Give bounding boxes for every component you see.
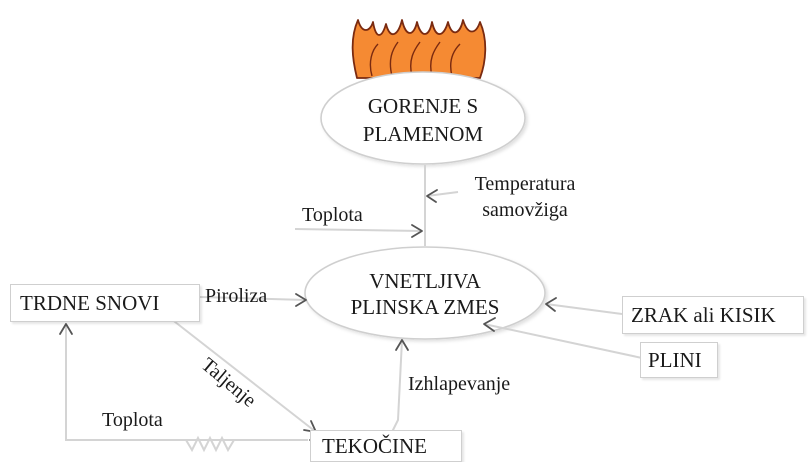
node-gorenje-line2: PLAMENOM bbox=[362, 122, 484, 146]
node-plini: PLINI bbox=[648, 348, 702, 372]
connector-plini bbox=[483, 323, 643, 359]
node-trdne: TRDNE SNOVI bbox=[20, 291, 160, 315]
connector-temperatura bbox=[426, 191, 459, 197]
label-temperatura-line2: samovžiga bbox=[482, 199, 568, 221]
arrowhead-piroliza bbox=[295, 293, 307, 307]
node-vnetljiva-line2: PLINSKA ZMES bbox=[350, 295, 500, 319]
connector-zrak bbox=[545, 303, 623, 315]
connector-izhlapevanje bbox=[391, 339, 403, 433]
node-zrak-box bbox=[622, 296, 804, 334]
node-vnetljiva-line1: VNETLJIVA bbox=[369, 269, 481, 293]
arrowhead-toplota-top bbox=[411, 224, 423, 238]
wavy-heat-line bbox=[185, 435, 235, 453]
node-tekocine-box bbox=[310, 430, 462, 462]
arrowhead-trdne bbox=[59, 323, 73, 335]
vnetljiva-ellipse bbox=[304, 246, 546, 340]
label-toplota-top: Toplota bbox=[302, 204, 363, 226]
connector-piroliza bbox=[199, 296, 307, 301]
arrowhead-zrak bbox=[545, 297, 557, 312]
node-gorenje-line1: GORENJE S bbox=[367, 94, 479, 118]
node-trdne-box bbox=[10, 284, 200, 322]
connector-toplota-top bbox=[294, 228, 423, 232]
label-temperatura-line1: Temperatura bbox=[474, 173, 576, 195]
arrowhead-temperatura bbox=[426, 189, 438, 203]
connector-taljenje bbox=[169, 317, 317, 433]
arrowhead-plini bbox=[483, 317, 496, 332]
label-piroliza: Piroliza bbox=[205, 285, 268, 307]
node-tekocine: TEKOČINE bbox=[322, 434, 427, 458]
node-zrak: ZRAK ali KISIK bbox=[631, 303, 776, 327]
arrowhead-izhlapevanje bbox=[395, 339, 409, 351]
node-gorenje: GORENJE S PLAMENOM bbox=[343, 92, 503, 148]
node-vnetljiva: VNETLJIVA PLINSKA ZMES bbox=[340, 268, 510, 320]
connector-toplota-bottom bbox=[65, 324, 308, 441]
gorenje-ellipse bbox=[320, 71, 526, 165]
label-izhlapevanje: Izhlapevanje bbox=[408, 373, 511, 395]
node-plini-box bbox=[640, 342, 718, 378]
flame-icon bbox=[351, 19, 487, 79]
connectors bbox=[65, 165, 643, 453]
label-toplota-bottom: Toplota bbox=[102, 409, 163, 431]
label-temperatura: Temperatura samovžiga bbox=[455, 171, 595, 223]
